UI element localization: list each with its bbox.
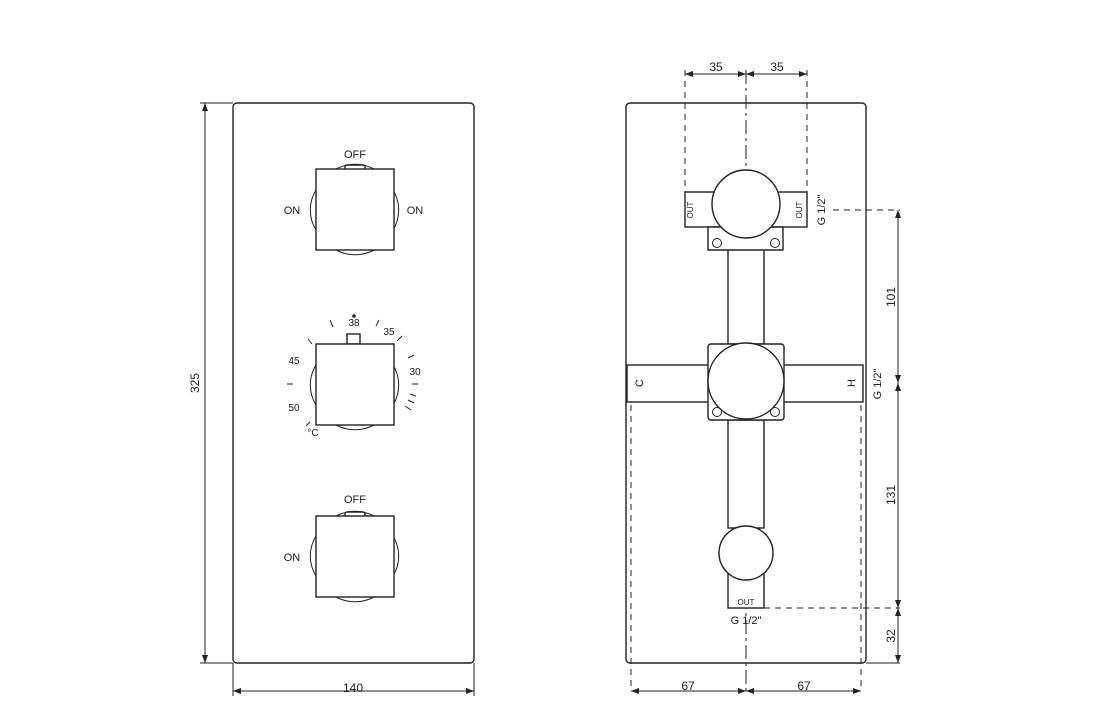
out-right-label: OUT bbox=[795, 201, 804, 218]
bottom-on-label: ON bbox=[284, 552, 301, 564]
dim-67-left-label: 67 bbox=[681, 679, 695, 693]
port-top-label: G 1/2" bbox=[816, 195, 828, 226]
width-dimension: 140 bbox=[232, 663, 475, 696]
out-left-label: OUT bbox=[686, 201, 695, 218]
port-mid-label: G 1/2" bbox=[872, 369, 884, 400]
rear-view: 35 35 67 67 OUT OUT bbox=[625, 60, 901, 695]
out-bottom-label: OUT bbox=[738, 598, 755, 607]
width-dimension-label: 140 bbox=[343, 681, 363, 695]
temp-45-label: 45 bbox=[288, 356, 300, 367]
temp-38-label: 38 bbox=[348, 318, 360, 329]
dim-32-label: 32 bbox=[884, 629, 898, 643]
dim-131-label: 131 bbox=[884, 485, 898, 505]
top-35-dimensions: 35 35 bbox=[685, 60, 807, 77]
front-plate-outline bbox=[232, 102, 475, 664]
bottom-off-label: OFF bbox=[344, 494, 366, 506]
top-off-label: OFF bbox=[344, 149, 366, 161]
port-bottom-label: G 1/2" bbox=[731, 615, 762, 627]
bottom-outlet-body: OUT G 1/2" bbox=[718, 525, 774, 627]
cold-inlet-label: C bbox=[634, 379, 646, 387]
thermostat-handle: 38 35 30 45 50 °C bbox=[287, 314, 421, 439]
dim-101-label: 101 bbox=[884, 287, 898, 307]
top-diverter-handle: OFF ON ON bbox=[284, 149, 424, 256]
temp-50-label: 50 bbox=[288, 403, 300, 414]
top-outlet-body: OUT OUT bbox=[684, 169, 808, 251]
bottom-67-dimensions: 67 67 bbox=[631, 679, 861, 694]
temp-30-label: 30 bbox=[409, 367, 421, 378]
temp-unit-label: °C bbox=[307, 428, 318, 439]
top-on-right-label: ON bbox=[407, 205, 424, 217]
dim-67-right-label: 67 bbox=[797, 679, 811, 693]
height-dimension: 325 bbox=[188, 102, 233, 664]
top-on-left-label: ON bbox=[284, 205, 301, 217]
dim-35-right-label: 35 bbox=[770, 60, 784, 74]
central-valve-body: C H bbox=[634, 342, 858, 421]
hot-inlet-label: H bbox=[846, 379, 858, 387]
right-vertical-dimensions: 101 131 32 bbox=[884, 210, 901, 663]
dim-35-left-label: 35 bbox=[709, 60, 723, 74]
bottom-diverter-handle: OFF ON bbox=[284, 494, 400, 603]
height-dimension-label: 325 bbox=[188, 373, 202, 393]
front-view: 325 140 OFF ON ON bbox=[188, 102, 475, 696]
temp-35-label: 35 bbox=[383, 327, 395, 338]
